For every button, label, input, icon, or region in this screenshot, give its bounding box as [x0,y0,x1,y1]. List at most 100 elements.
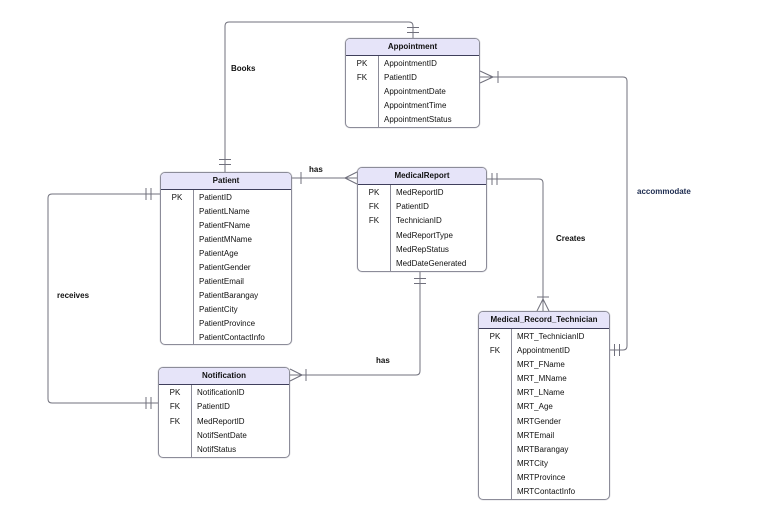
attribute-row: PatientCity [161,302,291,316]
key-label: FK [489,345,501,355]
one-and-only-one-marker [407,27,419,33]
attribute-name: MRT_MName [517,374,567,384]
crow-foot-many-marker [344,171,358,185]
relationship-label-has-patient-report[interactable]: has [309,165,323,174]
one-and-only-one-marker [145,188,152,200]
attribute-row: PatientFName [161,218,291,232]
attribute-row: MRTGender [479,414,609,428]
relationship-receives-line[interactable] [47,188,160,409]
crow-foot-many-marker [536,298,550,312]
attribute-name: MRTContactInfo [517,487,576,497]
relationship-label-receives[interactable]: receives [57,291,90,300]
attribute-name: AppointmentID [384,58,437,68]
attribute-row: PatientMName [161,232,291,246]
key-label: PK [169,387,181,397]
entity-attributes: PK MRT_TechnicianID FK AppointmentID MRT_F… [479,329,609,499]
attribute-name: AppointmentID [517,345,570,355]
attribute-row: NotifSentDate [159,428,289,442]
attribute-row: PK MRT_TechnicianID [479,329,609,343]
attribute-name: MRTEmail [517,430,555,440]
one-and-only-one-marker [614,344,620,356]
key-label: FK [356,72,368,82]
attribute-name: NotifStatus [197,445,237,455]
attribute-name: MRT_LName [517,388,565,398]
one-and-only-one-marker [219,159,231,165]
relationship-accommodate-line[interactable] [479,70,628,356]
connector-path [493,76,628,351]
attribute-name: PatientGender [199,262,251,272]
attribute-row: PatientGender [161,260,291,274]
attribute-row: AppointmentTime [346,99,479,113]
key-label: FK [169,416,181,426]
attribute-name: AppointmentDate [384,87,446,96]
relationship-creates-line[interactable] [487,173,550,312]
key-label: PK [171,192,183,202]
key-label: PK [356,58,368,68]
entity-attributes: PK PatientID PatientLName PatientFName Pa… [161,190,291,344]
attribute-row: MRTBarangay [479,442,609,456]
attribute-name: PatientID [199,192,232,202]
attribute-name: AppointmentStatus [384,115,452,125]
key-label: PK [368,187,380,197]
attribute-row: PK NotificationID [159,385,289,399]
attribute-name: PatientCity [199,304,238,314]
attribute-row: MRT_Age [479,400,609,414]
attribute-row: MRT_LName [479,386,609,400]
entity-title: MedicalReport [358,168,486,185]
attribute-row: AppointmentStatus [346,113,479,127]
attribute-name: NotificationID [197,387,245,397]
relationship-label-has-report-notification[interactable]: has [376,356,390,365]
attribute-name: MRT_TechnicianID [517,331,585,341]
attribute-row: PK PatientID [161,190,291,204]
attribute-name: MedDateGenerated [396,259,467,269]
attribute-row: MedRepStatus [358,242,486,256]
relationship-has-report-notification-line[interactable] [289,272,426,382]
attribute-row: FK MedReportID [159,414,289,428]
attribute-name: AppointmentTime [384,101,447,111]
attribute-row: MRTEmail [479,428,609,442]
one-and-only-one-marker [145,397,152,409]
attribute-name: MedReportID [197,416,245,426]
attribute-row: PatientBarangay [161,288,291,302]
attribute-row: MRT_MName [479,372,609,386]
key-label: FK [368,201,380,211]
attribute-name: MedReportType [396,230,453,240]
attribute-name: PatientAge [199,248,239,258]
attribute-row: MRTProvince [479,471,609,485]
attribute-name: PatientContactInfo [199,332,265,342]
connector-path [487,178,544,311]
entity-title: Appointment [346,39,479,56]
relationship-label-accommodate[interactable]: accommodate [637,187,691,196]
attribute-row: FK AppointmentID [479,343,609,357]
attribute-name: MRTProvince [517,473,566,483]
relationship-books-line[interactable] [219,21,419,172]
attribute-name: MedReportID [396,187,444,197]
attribute-row: PatientEmail [161,274,291,288]
relationship-has-patient-report-line[interactable] [292,171,358,185]
key-label: PK [489,331,501,341]
relationship-label-books[interactable]: Books [231,64,256,73]
attribute-name: MedRepStatus [396,244,449,254]
connector-path [290,272,421,376]
attribute-name: PatientLName [199,206,250,216]
attribute-row: NotifStatus [159,443,289,457]
attribute-row: MRT_FName [479,357,609,371]
attribute-name: MRTBarangay [517,444,569,454]
attribute-name: MRTCity [517,459,548,469]
attribute-row: PatientAge [161,246,291,260]
attribute-name: PatientMName [199,234,252,244]
attribute-row: MedReportType [358,228,486,242]
one-and-only-one-marker [414,278,426,284]
attribute-row: AppointmentDate [346,84,479,98]
relationship-label-creates[interactable]: Creates [556,234,586,243]
